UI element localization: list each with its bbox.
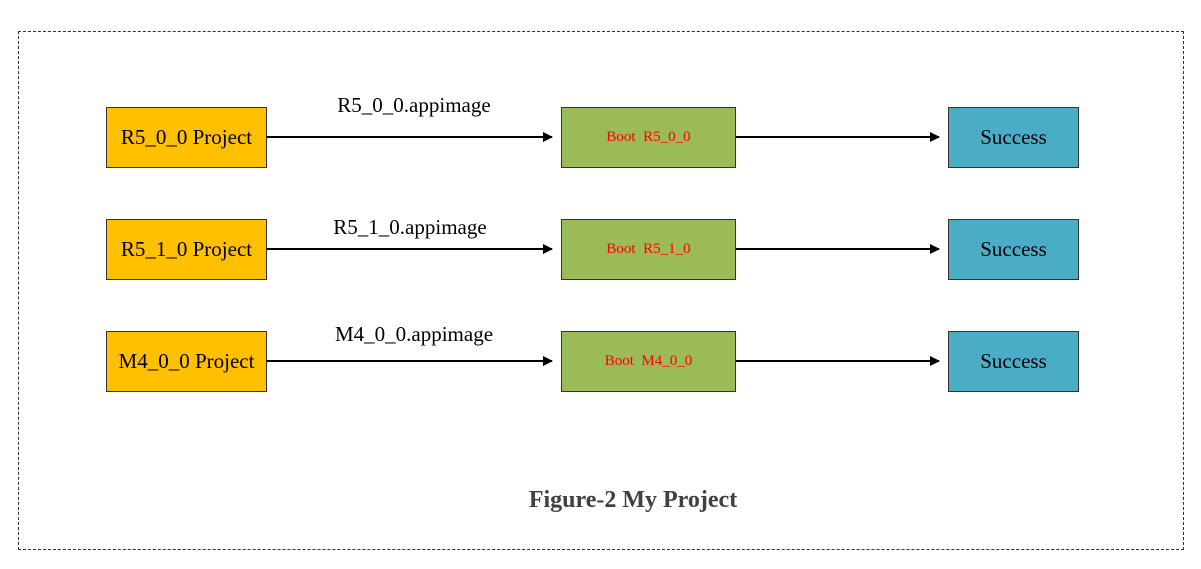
project-box-m4-0-0: M4_0_0 Project	[106, 331, 267, 392]
edge-label-r5-1-0: R5_1_0.appimage	[333, 215, 487, 239]
edge-label-m4-0-0: M4_0_0.appimage	[334, 322, 494, 346]
success-box-m4-0-0: Success	[948, 331, 1079, 392]
project-box-r5-1-0: R5_1_0 Project	[106, 219, 267, 280]
project-box-r5-0-0: R5_0_0 Project	[106, 107, 267, 168]
edge-label-r5-0-0: R5_0_0.appimage	[337, 93, 491, 117]
boot-box-r5-1-0: Boot R5_1_0	[561, 219, 736, 280]
boot-box-r5-0-0: Boot R5_0_0	[561, 107, 736, 168]
success-box-r5-0-0: Success	[948, 107, 1079, 168]
success-box-r5-1-0: Success	[948, 219, 1079, 280]
diagram-frame	[18, 31, 1184, 550]
figure-caption: Figure-2 My Project	[528, 487, 738, 513]
boot-box-m4-0-0: Boot M4_0_0	[561, 331, 736, 392]
